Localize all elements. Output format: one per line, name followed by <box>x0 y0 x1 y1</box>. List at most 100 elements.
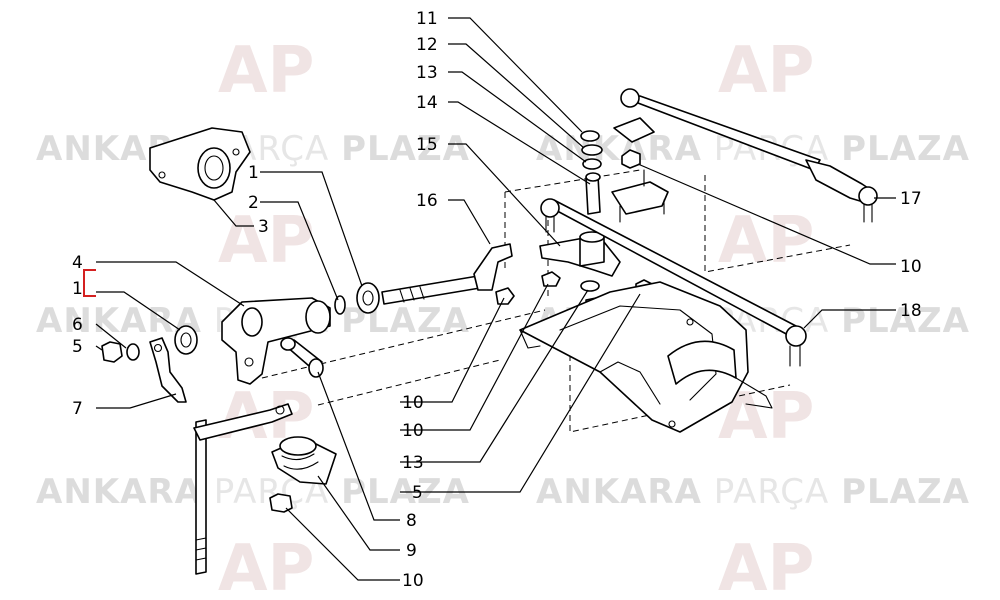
leader-1-bracket <box>96 291 181 331</box>
washer-6 <box>126 343 140 361</box>
bush-left-hole <box>180 332 192 348</box>
bracket-hole <box>158 171 166 179</box>
tie-rod-17-stud <box>863 203 873 223</box>
callout-10-mid1: 10 <box>402 393 424 413</box>
callout-16: 16 <box>416 191 438 211</box>
idler-arm-boss-top <box>579 231 605 243</box>
housing-hole <box>244 357 254 367</box>
leader-lines <box>95 17 896 581</box>
tie-rod-17-ball-left <box>620 88 640 108</box>
subframe-ridge <box>559 305 717 401</box>
small-parts-stack <box>580 130 669 223</box>
bracket-bore <box>197 147 231 189</box>
bush-14-top <box>585 172 601 182</box>
callout-13-bottom: 13 <box>402 453 424 473</box>
leader-1-top <box>260 171 363 287</box>
bush-1-hole <box>362 290 374 306</box>
lever-7-body <box>149 337 187 403</box>
subframe-foot <box>735 377 773 409</box>
bush-left <box>174 325 198 355</box>
callout-labels: 11 12 13 14 15 16 17 10 18 1 2 3 4 1 6 5… <box>72 9 922 591</box>
boot-top <box>279 436 317 456</box>
nut-10-right <box>621 149 641 169</box>
bolt-8-sleeve <box>308 358 324 378</box>
idler-shaft-16 <box>381 243 515 305</box>
leader-4 <box>96 261 245 307</box>
leader-10-mid2 <box>400 283 549 431</box>
callout-2: 2 <box>248 193 259 213</box>
column-shaft <box>195 419 207 575</box>
washer-12 <box>581 144 603 156</box>
housing-bore <box>241 307 263 337</box>
tie-rod-17-plate <box>613 117 655 143</box>
leader-15 <box>448 143 561 247</box>
upper-mounting-bracket <box>149 127 251 201</box>
bracket-bore-inner <box>204 155 224 181</box>
subframe-rib <box>599 361 661 405</box>
nut-5-left <box>101 341 123 363</box>
shaft-bush-stack <box>334 282 380 315</box>
bolt-8-head <box>280 337 296 351</box>
leader-11 <box>448 17 583 133</box>
leader-10-bottom <box>285 507 400 581</box>
tie-rod-18 <box>540 198 807 367</box>
boot-folds <box>281 453 319 470</box>
axis-line <box>704 175 851 273</box>
mount-plate-studs <box>619 169 665 223</box>
leader-18 <box>803 309 896 329</box>
leader-2 <box>260 201 339 301</box>
callout-10-bottom: 10 <box>402 571 424 591</box>
nut-10-idler <box>541 271 561 287</box>
leader-16 <box>448 199 491 245</box>
axis-line <box>504 169 641 193</box>
watermark-logo: AP <box>218 34 314 108</box>
subframe-hole <box>668 420 676 428</box>
watermark-logo: AP <box>218 532 314 600</box>
nut-10-shaft <box>495 287 515 305</box>
callout-6: 6 <box>72 315 83 335</box>
pitman-arm-hole <box>275 405 285 415</box>
callout-5-left: 5 <box>72 337 83 357</box>
steering-column <box>193 403 293 575</box>
axis-line <box>317 359 501 406</box>
shaft-thread <box>399 286 425 303</box>
leader-5-bottom <box>400 293 641 493</box>
subframe-tab <box>519 329 541 349</box>
nut-10-bottom <box>269 493 293 513</box>
tie-rod-18-ball-left <box>540 198 560 218</box>
callout-1-bracket: 1 <box>72 279 83 299</box>
small-lever-7 <box>149 337 187 403</box>
callout-8: 8 <box>406 511 417 531</box>
cotter-11 <box>580 130 600 142</box>
callout-1-top: 1 <box>248 163 259 183</box>
callout-4: 4 <box>72 253 83 273</box>
watermark-logo: AP <box>718 204 814 278</box>
callout-11: 11 <box>416 9 438 29</box>
washer-2 <box>334 295 346 315</box>
housing-shaft-end <box>305 300 331 334</box>
tie-rod-18-stud-left <box>545 215 555 233</box>
subframe <box>519 281 773 433</box>
red-bracket-marker <box>83 269 96 297</box>
tie-rod-17-ball-right <box>858 186 878 206</box>
rubber-boot-9 <box>269 436 337 513</box>
callout-18: 18 <box>900 301 922 321</box>
shaft-body <box>381 275 481 305</box>
leader-10-right <box>637 163 896 265</box>
leader-7 <box>96 393 177 409</box>
callout-10-mid2: 10 <box>402 421 424 441</box>
leader-5-left <box>95 345 103 351</box>
leader-12 <box>448 43 585 149</box>
leader-14 <box>448 101 591 185</box>
callout-15: 15 <box>416 135 438 155</box>
callout-9: 9 <box>406 541 417 561</box>
tie-rod-18-ball-right <box>785 325 807 347</box>
leader-13-bottom <box>400 289 589 463</box>
assembly-axes <box>261 169 851 433</box>
watermark-line: ANKARA PARÇA PLAZA <box>536 472 970 512</box>
pitman-arm <box>193 403 293 441</box>
lever-7-hole <box>153 343 163 353</box>
leader-9 <box>317 475 400 551</box>
